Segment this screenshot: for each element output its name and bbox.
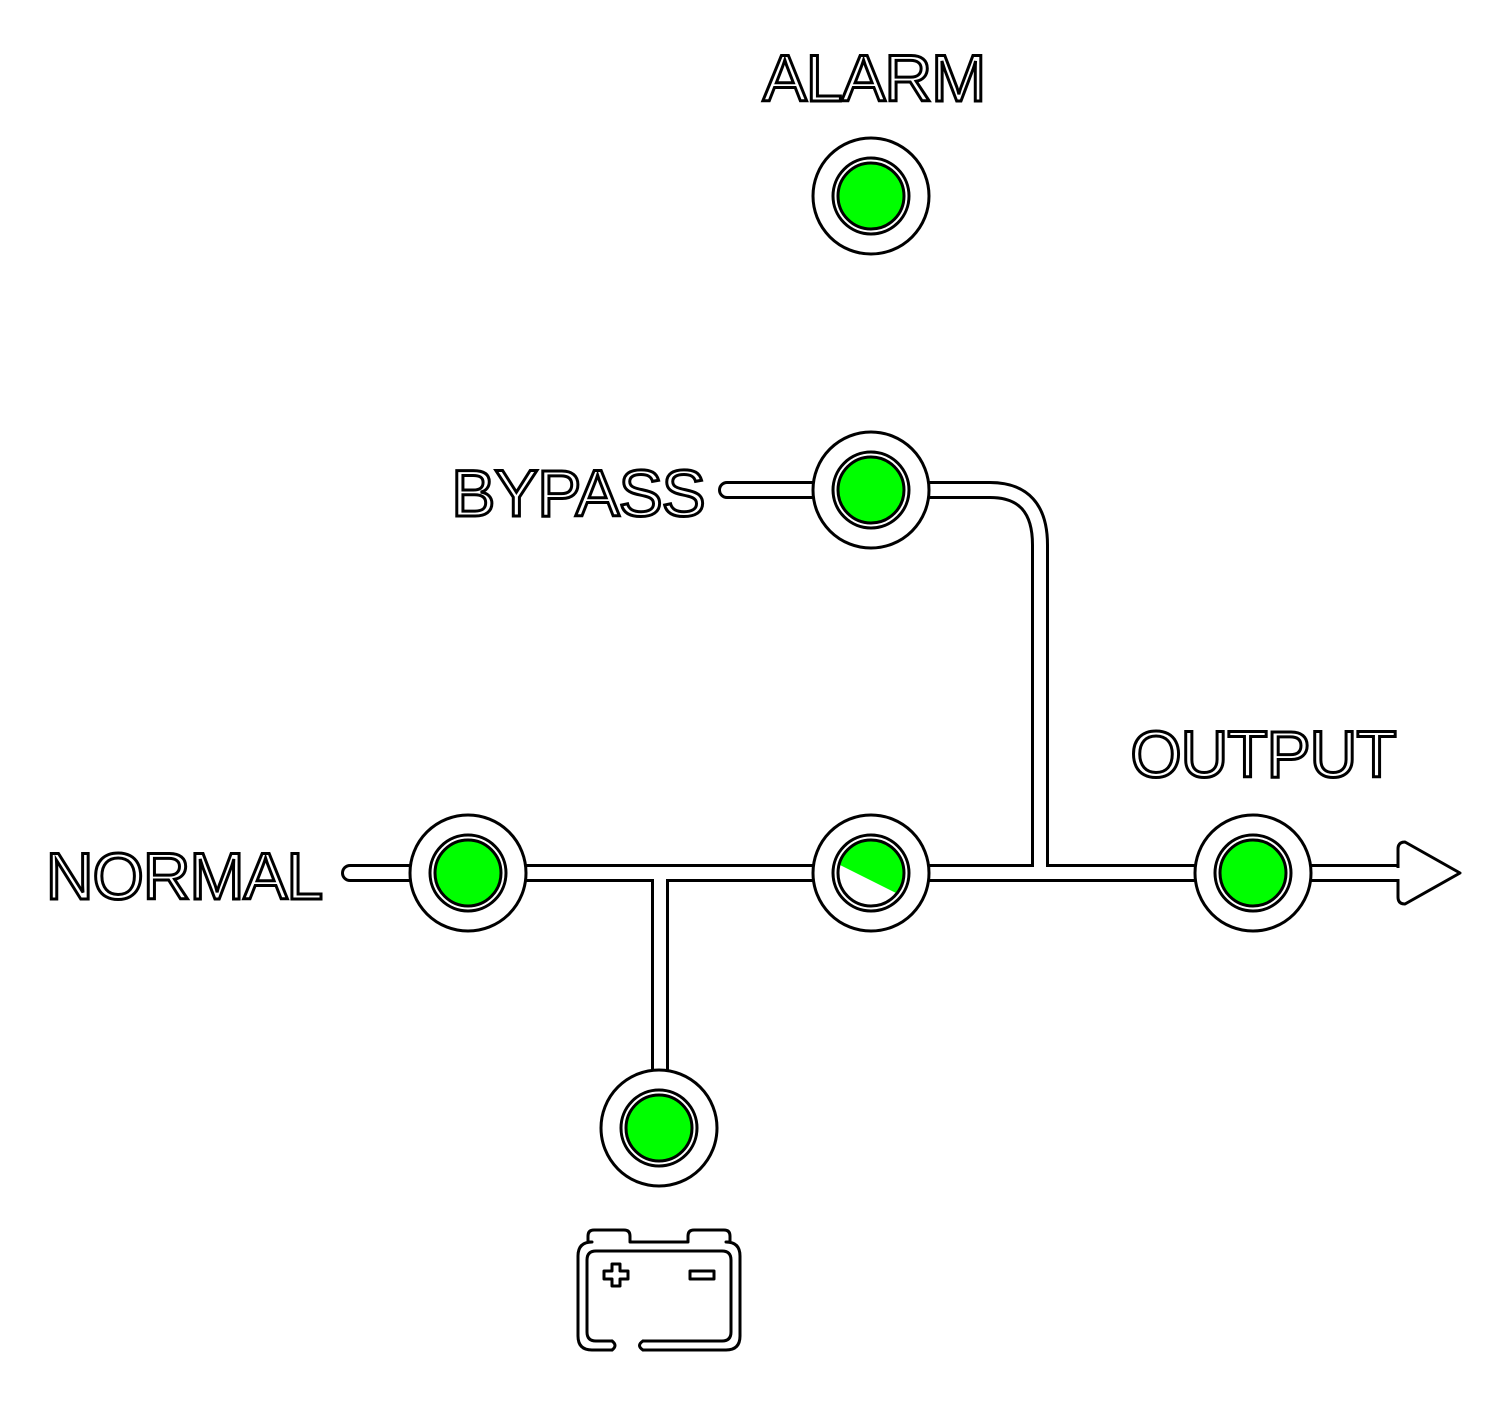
battery-indicator	[599, 1068, 719, 1188]
output-label: OUTPUT	[1130, 717, 1395, 791]
bypass-label: BYPASS	[451, 456, 704, 530]
bypass-indicator	[811, 430, 931, 550]
inverter-indicator	[811, 813, 931, 933]
output-indicator	[1193, 813, 1313, 933]
alarm-indicator	[811, 136, 931, 256]
normal-label: NORMAL	[46, 839, 322, 913]
minus-icon	[688, 1269, 716, 1281]
battery-icon	[576, 1228, 742, 1352]
alarm-label: ALARM	[763, 41, 985, 115]
normal-input-indicator	[408, 813, 528, 933]
plus-icon	[602, 1262, 630, 1288]
arrow-right-icon	[1390, 840, 1462, 906]
